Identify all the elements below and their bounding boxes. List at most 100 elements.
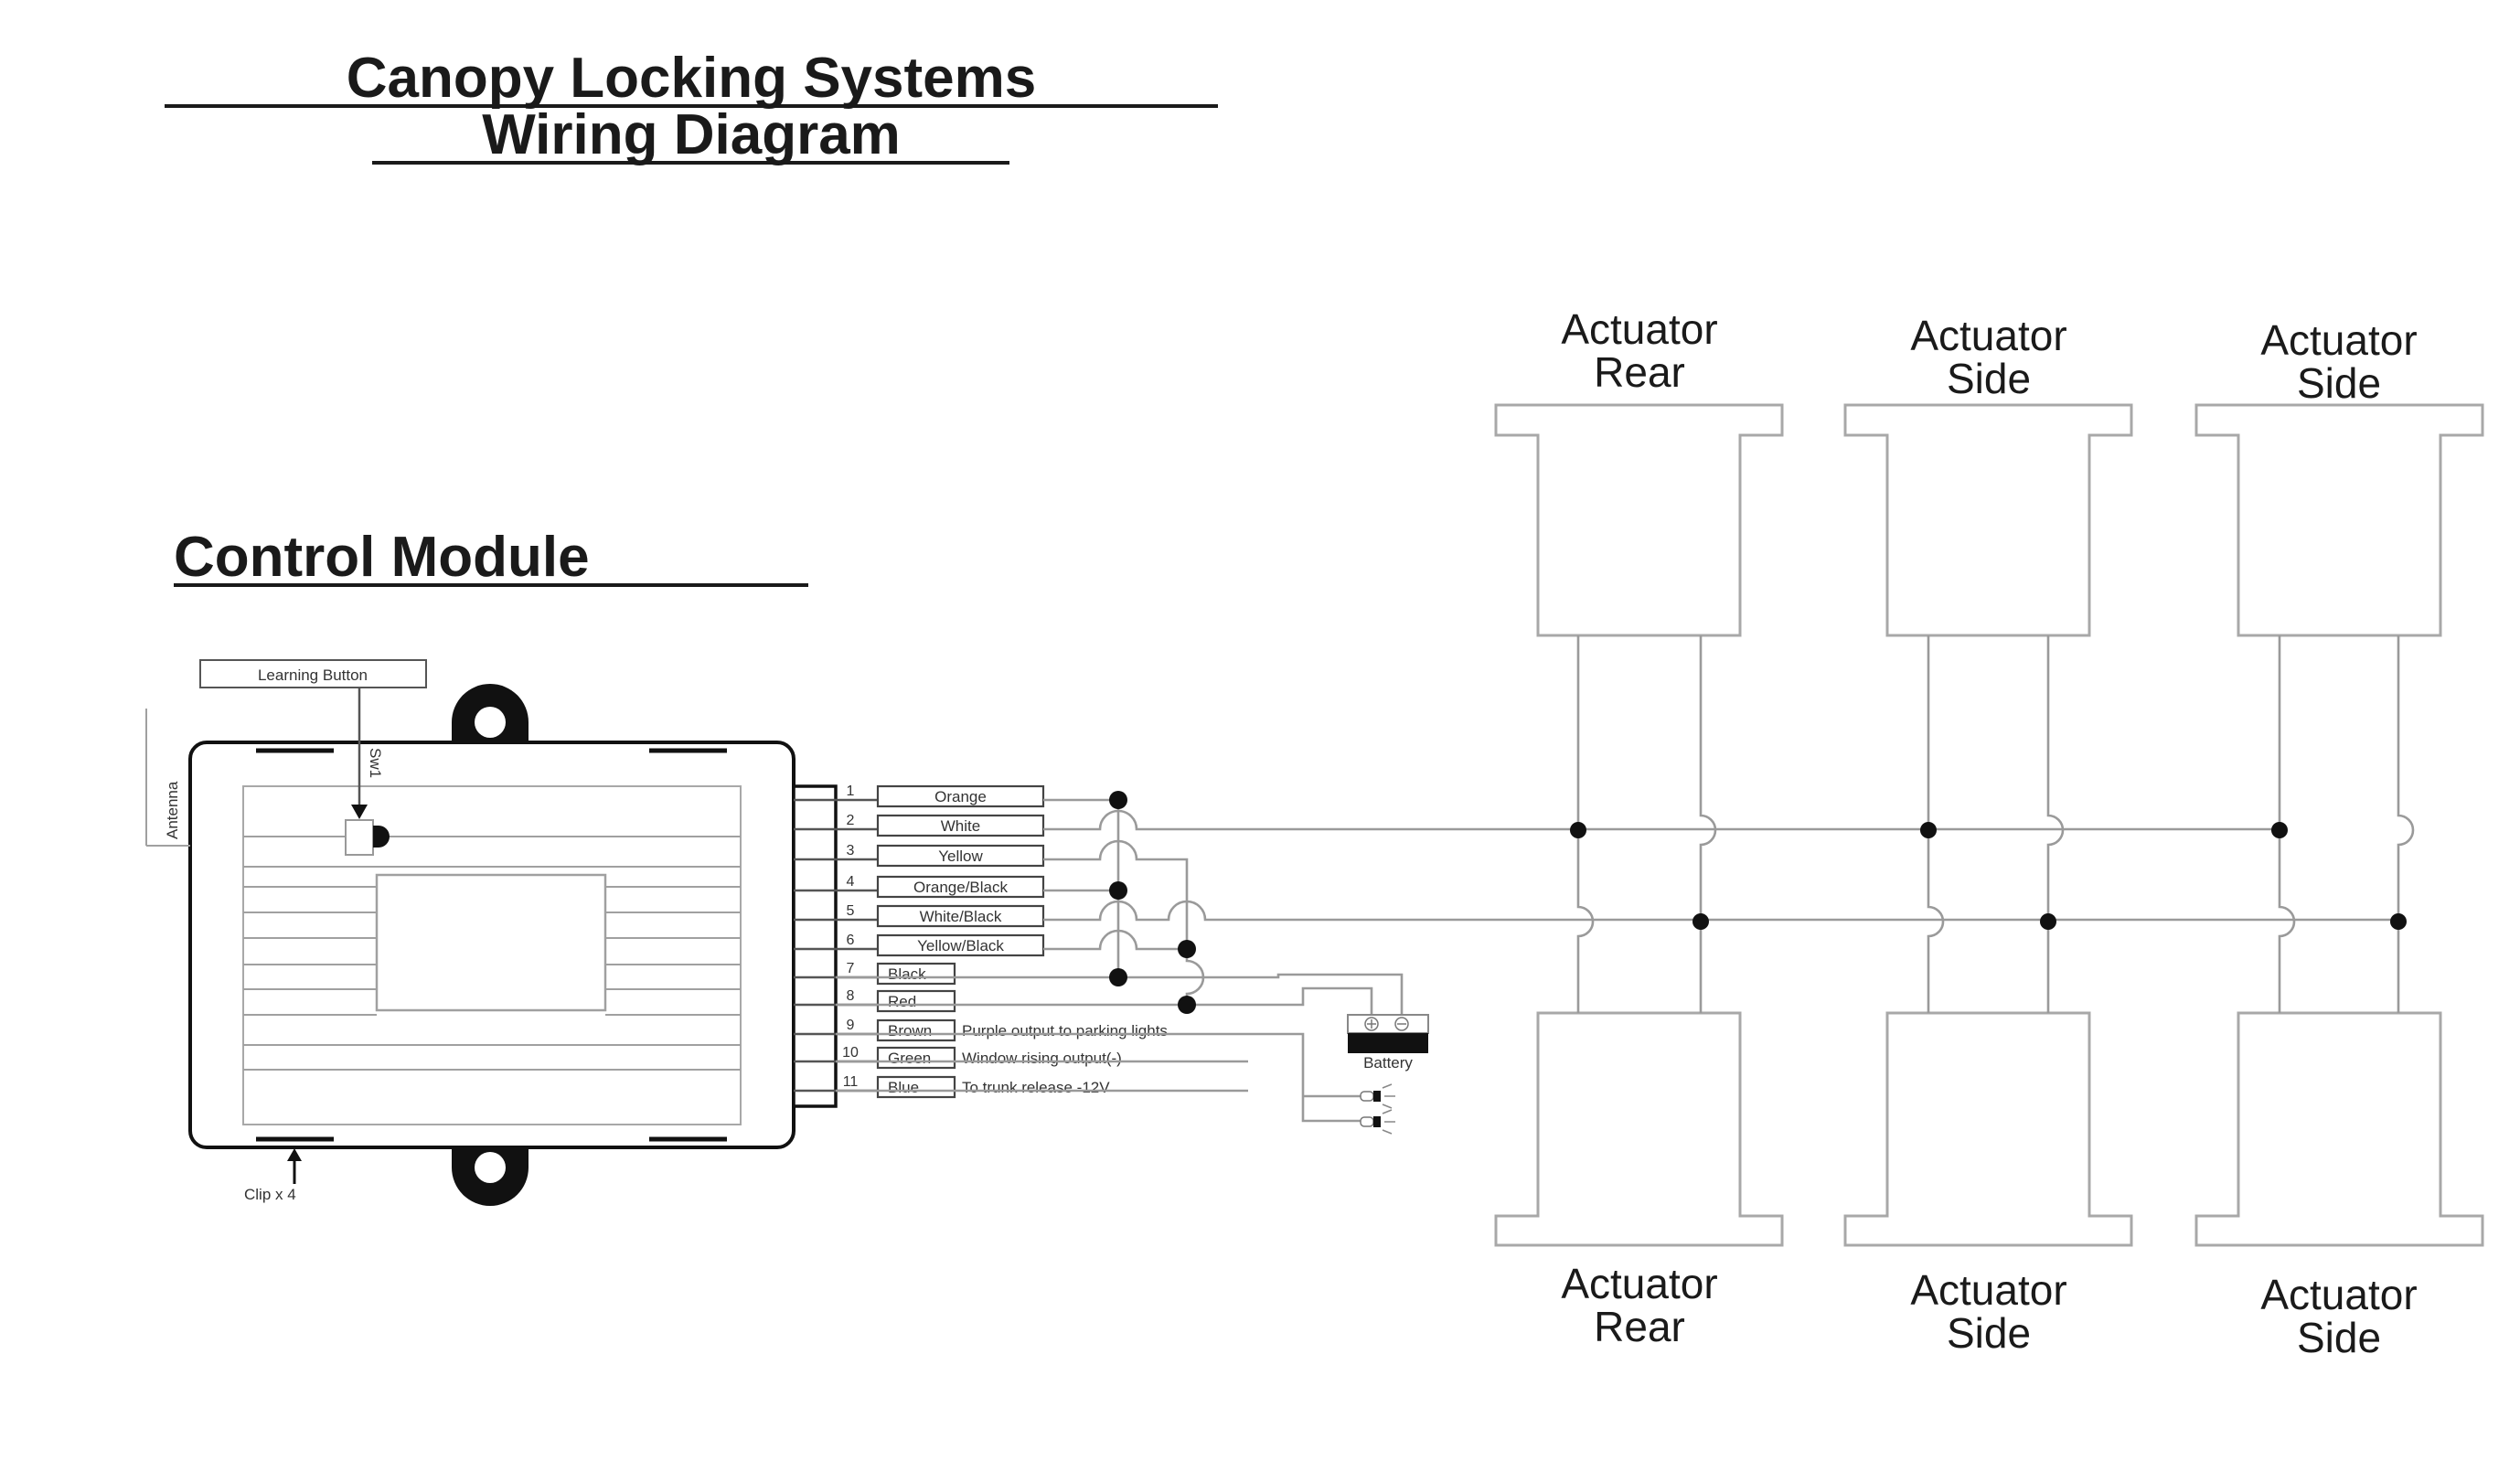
pin-number: 9: [847, 1018, 855, 1033]
diagram-title: Canopy Locking Systems Wiring Diagram: [165, 47, 1218, 166]
wire-color-box: [876, 844, 1045, 868]
bulb-icon: [1360, 1116, 1374, 1127]
bulb-icon: [1360, 1091, 1374, 1102]
pin-number: 1: [847, 784, 855, 799]
actuator-rear: [1494, 403, 1784, 1247]
pin-number: 10: [842, 1045, 859, 1061]
actuator-rear-bottom-label-2: Rear: [1594, 1303, 1685, 1350]
junction-dot: [2040, 913, 2056, 930]
actuator-wire-a: [2278, 635, 2296, 1013]
actuator-side2-top-label-1: Actuator: [2260, 316, 2417, 364]
antenna-label: Antenna: [164, 781, 181, 839]
parking-light-2: [1360, 1109, 1395, 1135]
actuator-rear-top-label-2: Rear: [1594, 348, 1685, 396]
pin-number: 7: [847, 961, 855, 976]
wire-white-bus: [1043, 809, 2280, 831]
battery-minus-icon: [1394, 1017, 1409, 1031]
actuator-side2-top-label-2: Side: [2297, 359, 2381, 407]
parking-light-1: [1360, 1083, 1395, 1109]
junction-dot: [1109, 968, 1127, 986]
actuator-wire-b: [1699, 635, 1717, 1013]
actuator-side2-bottom-label-2: Side: [2297, 1314, 2381, 1361]
antenna: Antenna: [145, 709, 190, 847]
pin-number: 11: [843, 1074, 859, 1090]
wire-color-label: Yellow/Black: [917, 937, 1004, 954]
wire-note: To trunk release -12V: [962, 1079, 1110, 1096]
wire-color-label: Green: [888, 1050, 931, 1067]
wire-brown-lights: [836, 1032, 1361, 1123]
actuator-wire-b: [2046, 635, 2065, 1013]
junction-dot: [1178, 940, 1196, 958]
pin-number: 3: [847, 843, 855, 858]
battery-label: Battery: [1363, 1054, 1413, 1072]
mount-tab-top: [452, 684, 529, 742]
clip-callout: Clip x 4: [244, 1148, 302, 1203]
sw1-label: Sw1: [367, 748, 384, 778]
pin-number: 2: [847, 813, 855, 828]
control-module: Sw1: [188, 684, 838, 1206]
battery-plus-icon: [1364, 1017, 1379, 1031]
actuator-wire-a: [1927, 635, 1945, 1013]
wire-row: 1 Orange: [794, 784, 1045, 808]
wire-note: Purple output to parking lights: [962, 1022, 1168, 1040]
junction-dot: [2390, 913, 2407, 930]
actuator-side1-top-label-1: Actuator: [1910, 312, 2066, 359]
junction-dot: [1178, 996, 1196, 1014]
wire-color-box: [876, 814, 1045, 837]
actuator-side-1: [1843, 403, 2133, 1247]
actuator-side1-bottom-label-2: Side: [1947, 1309, 2031, 1357]
wire-row: 4 Orange/Black: [794, 874, 1045, 899]
actuator-rear-bottom-body: [1494, 1011, 1784, 1247]
wire-row: 9 Brown Purple output to parking lights: [794, 1018, 1168, 1042]
junction-network: [836, 791, 2398, 1123]
actuator-side-2-bottom-body: [2194, 1011, 2484, 1247]
wire-color-box: [876, 1046, 956, 1070]
actuator-side-1-top-body: [1843, 403, 2133, 637]
battery-body: [1348, 1033, 1428, 1053]
actuator-side-2: [2194, 403, 2484, 1247]
actuators: [1494, 403, 2484, 1247]
title-line-1: Canopy Locking Systems: [347, 47, 1037, 110]
wire-black-battery: [836, 973, 1404, 1015]
junction-dot: [2271, 822, 2288, 838]
wire-color-box: [876, 904, 1045, 928]
sw1-button-icon: [373, 826, 390, 848]
wire-yellow: [1043, 839, 1189, 949]
board-traces: [243, 836, 741, 1071]
wire-color-label: Red: [888, 993, 916, 1010]
actuator-rear-top-body: [1494, 403, 1784, 637]
wire-color-box: [876, 1018, 956, 1042]
battery-terminals: [1347, 1014, 1429, 1034]
actuator-side-2-top-body: [2194, 403, 2484, 637]
wire-connector: [792, 784, 838, 1108]
pin-number: 4: [847, 874, 855, 890]
actuator-rear-bottom-label-1: Actuator: [1561, 1260, 1717, 1307]
wire-color-label: White: [941, 817, 980, 835]
arrow-down-icon: [351, 805, 368, 819]
wire-color-label: Orange/Black: [913, 879, 1008, 896]
junction-dot: [1692, 913, 1709, 930]
wire-color-label: Brown: [888, 1022, 932, 1040]
junction-dot: [1920, 822, 1937, 838]
wire-yellow-black: [1043, 929, 1187, 951]
wire-color-box: [876, 933, 1045, 957]
junction-dot: [1570, 822, 1586, 838]
actuator-side-1-bottom-body: [1843, 1011, 2133, 1247]
arrow-up-icon: [287, 1148, 302, 1161]
actuator-wire-b: [2397, 635, 2415, 1013]
wire-color-box: [876, 875, 1045, 899]
actuator-side2-bottom-label-1: Actuator: [2260, 1271, 2417, 1318]
mount-tab-bottom: [452, 1147, 529, 1206]
battery-group: Battery: [1347, 1014, 1429, 1072]
wire-color-label: Orange: [934, 788, 987, 805]
wire-red-battery: [836, 986, 1373, 1015]
wire-color-box: [876, 1075, 956, 1099]
actuator-rear-top-label-1: Actuator: [1561, 305, 1717, 353]
